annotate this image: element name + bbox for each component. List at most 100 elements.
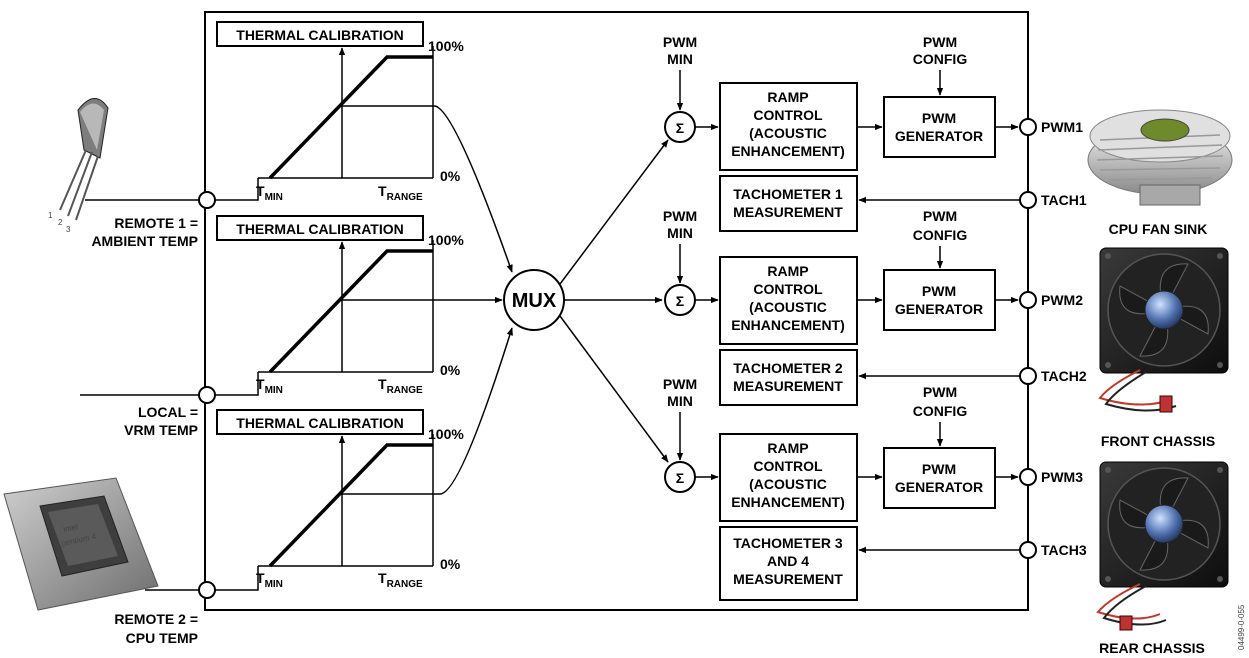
mux-label: MUX — [512, 290, 557, 312]
pwm-config-label-2: CONFIG — [913, 227, 968, 243]
pct-100-label: 100% — [428, 232, 464, 248]
tach-pin-node — [1019, 541, 1037, 559]
tach-pin-node — [1019, 191, 1037, 209]
pct-0-label: 0% — [440, 362, 461, 378]
input-3-label-1: REMOTE 2 = — [114, 611, 198, 627]
fan-3-label: REAR CHASSIS — [1099, 640, 1205, 656]
chassis-fan-icon — [1098, 247, 1229, 413]
channel-3: PWM MIN Σ RAMP CONTROL (ACOUSTIC ENHANCE… — [663, 376, 1087, 601]
svg-text:GENERATOR: GENERATOR — [895, 301, 983, 317]
pwm-config-label-2: CONFIG — [913, 403, 968, 419]
pwm-min-label: PWM — [663, 208, 697, 224]
channel-2: PWM MIN Σ RAMP CONTROL (ACOUSTIC ENHANCE… — [663, 208, 1087, 406]
tach-pin-label: TACH1 — [1041, 192, 1087, 208]
trange-label: TRANGE — [378, 570, 423, 590]
calibration-title-box — [216, 215, 424, 241]
tmin-label: TMIN — [256, 183, 283, 203]
cal3-to-mux — [342, 327, 513, 495]
pct-100-label: 100% — [428, 38, 464, 54]
cal1-to-mux — [342, 105, 513, 273]
svg-text:TACHOMETER 1: TACHOMETER 1 — [733, 186, 843, 202]
svg-text:intel: intel — [63, 522, 79, 534]
input-2-label-2: VRM TEMP — [124, 422, 198, 438]
input-wire-3 — [207, 566, 259, 591]
pwm-generator-box — [883, 269, 996, 331]
svg-text:2: 2 — [58, 218, 63, 227]
cpu-chip-icon: intel pentium 4 — [3, 477, 159, 611]
sum-symbol: Σ — [676, 470, 684, 486]
svg-text:(ACOUSTIC: (ACOUSTIC — [749, 476, 827, 492]
chassis-fan-icon — [1096, 461, 1229, 631]
pwm-config-label: PWM — [923, 34, 957, 50]
svg-text:MEASUREMENT: MEASUREMENT — [733, 204, 843, 220]
calibration-block-3: THERMAL CALIBRATION 100% 0% TMIN TRANGE — [216, 409, 464, 590]
pwm-config-label-2: CONFIG — [913, 51, 968, 67]
pwm-min-label: PWM — [663, 376, 697, 392]
tmin-label: TMIN — [256, 570, 283, 590]
pwm-pin-label: PWM1 — [1041, 119, 1083, 135]
svg-text:PWM: PWM — [922, 110, 956, 126]
pwm-config-label: PWM — [923, 384, 957, 400]
pwm-pin-label: PWM2 — [1041, 292, 1083, 308]
trange-label: TRANGE — [378, 376, 423, 396]
pwm-min-label-2: MIN — [667, 393, 693, 409]
svg-text:RAMP: RAMP — [767, 89, 808, 105]
svg-text:ENHANCEMENT): ENHANCEMENT) — [731, 143, 845, 159]
input-node-3 — [198, 581, 216, 599]
input-node-2 — [198, 386, 216, 404]
ramp-control-box — [719, 256, 858, 345]
tachometer-box — [719, 349, 858, 406]
svg-text:GENERATOR: GENERATOR — [895, 128, 983, 144]
input-3-label-2: CPU TEMP — [126, 630, 198, 646]
pct-0-label: 0% — [440, 168, 461, 184]
calibration-title: THERMAL CALIBRATION — [236, 27, 403, 43]
calibration-block-2: THERMAL CALIBRATION 100% 0% TMIN TRANGE — [216, 215, 464, 396]
input-node-1 — [198, 191, 216, 209]
tach-pin-label: TACH3 — [1041, 542, 1087, 558]
calibration-block-1: THERMAL CALIBRATION 100% 0% TMIN TRANGE — [216, 21, 464, 203]
pwm-generator-box — [883, 96, 996, 158]
figure-id: 04499-0-055 — [1237, 604, 1246, 650]
svg-text:3: 3 — [66, 225, 71, 234]
svg-text:AND 4: AND 4 — [767, 553, 809, 569]
pwm-config-label: PWM — [923, 208, 957, 224]
svg-text:CONTROL: CONTROL — [753, 281, 823, 297]
svg-text:MEASUREMENT: MEASUREMENT — [733, 571, 843, 587]
svg-text:(ACOUSTIC: (ACOUSTIC — [749, 299, 827, 315]
pwm-min-label-2: MIN — [667, 51, 693, 67]
calibration-title-box — [216, 21, 424, 47]
calibration-title: THERMAL CALIBRATION — [236, 415, 403, 431]
trange-label: TRANGE — [378, 183, 423, 203]
svg-text:ENHANCEMENT): ENHANCEMENT) — [731, 317, 845, 333]
svg-text:(ACOUSTIC: (ACOUSTIC — [749, 125, 827, 141]
chip-boundary — [204, 11, 1029, 611]
ramp-control-box — [719, 433, 858, 522]
tach-pin-label: TACH2 — [1041, 368, 1087, 384]
input-1-label-1: REMOTE 1 = — [114, 215, 198, 231]
tachometer-box — [719, 175, 858, 232]
input-wire-1 — [207, 178, 259, 201]
svg-text:1: 1 — [48, 211, 53, 220]
tach-pin-node — [1019, 367, 1037, 385]
pwm-pin-node — [1019, 291, 1037, 309]
fan-2-label: FRONT CHASSIS — [1101, 433, 1215, 449]
svg-text:PWM: PWM — [922, 283, 956, 299]
svg-text:CONTROL: CONTROL — [753, 107, 823, 123]
tachometer-box — [719, 526, 858, 601]
svg-text:RAMP: RAMP — [767, 263, 808, 279]
pwm-pin-node — [1019, 468, 1037, 486]
pct-100-label: 100% — [428, 426, 464, 442]
heatsink-fan-icon — [1087, 109, 1233, 206]
sum-symbol: Σ — [676, 293, 684, 309]
svg-text:ENHANCEMENT): ENHANCEMENT) — [731, 494, 845, 510]
svg-text:RAMP: RAMP — [767, 440, 808, 456]
svg-text:TACHOMETER 2: TACHOMETER 2 — [733, 360, 843, 376]
tmin-label: TMIN — [256, 376, 283, 396]
pwm-min-label: PWM — [663, 34, 697, 50]
pwm-min-label-2: MIN — [667, 225, 693, 241]
svg-text:PWM: PWM — [922, 461, 956, 477]
svg-text:TACHOMETER 3: TACHOMETER 3 — [733, 535, 843, 551]
pct-0-label: 0% — [440, 556, 461, 572]
thermistor-icon: 1 2 3 — [48, 98, 109, 234]
pwm-pin-label: PWM3 — [1041, 469, 1083, 485]
